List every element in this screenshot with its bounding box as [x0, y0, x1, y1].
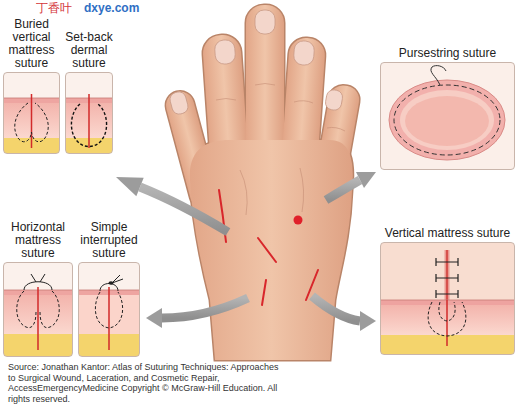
watermark: dxye.com — [84, 1, 139, 15]
panel-frame — [380, 62, 515, 170]
technique-panel: Pursestring suture — [380, 47, 515, 170]
set-back-dermal-art — [66, 73, 112, 153]
technique-panel: Horizontal mattress suture — [3, 221, 73, 357]
technique-panel: Vertical mattress suture — [380, 227, 515, 355]
vertical-mattress-art — [381, 243, 514, 354]
pursestring-art — [381, 63, 514, 169]
technique-panel: Buried vertical mattress suture — [3, 18, 60, 154]
technique-heading: Buried vertical mattress suture — [2, 18, 62, 70]
technique-panel: Set-back dermal suture — [65, 31, 113, 154]
source-caption: Source: Jonathan Kantor: Atlas of Suturi… — [8, 362, 284, 404]
panel-frame — [78, 262, 140, 357]
technique-heading: Vertical mattress suture — [380, 227, 515, 240]
panel-frame — [3, 72, 60, 154]
technique-heading: Set-back dermal suture — [63, 31, 115, 70]
technique-heading: Pursestring suture — [380, 47, 515, 60]
simple-interrupted-art — [79, 263, 139, 356]
buried-vertical-mattress-art — [4, 73, 59, 153]
hand — [163, 5, 361, 360]
panel-frame — [3, 262, 73, 357]
watermark: 丁香叶 — [36, 1, 72, 15]
pointer-arrows — [116, 172, 376, 331]
panel-frame — [380, 242, 515, 355]
panel-frame — [65, 72, 113, 154]
technique-panel: Simple interrupted suture — [78, 221, 140, 357]
technique-heading: Simple interrupted suture — [75, 221, 143, 260]
technique-heading: Horizontal mattress suture — [2, 221, 74, 260]
horizontal-mattress-art — [4, 263, 72, 356]
